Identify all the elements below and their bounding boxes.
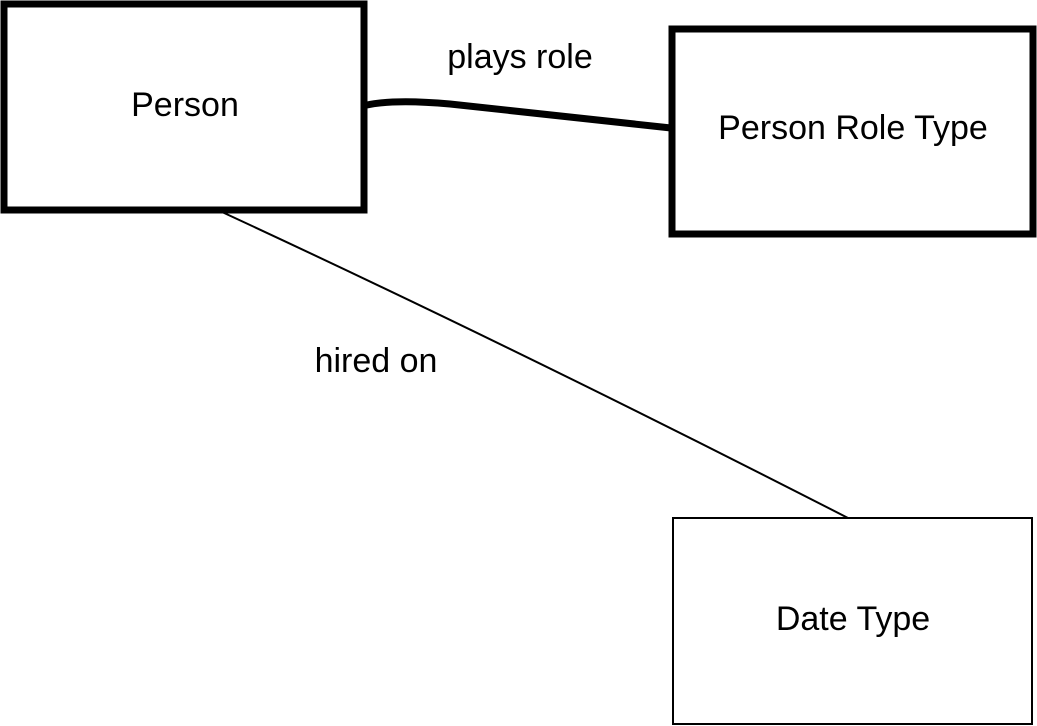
node-person-role-type-label: Person Role Type	[718, 109, 988, 147]
edge-hired-on-line	[221, 211, 849, 519]
node-date-type-box	[672, 517, 1033, 725]
node-person-role-type-box	[668, 25, 1037, 238]
node-person-label: Person	[131, 86, 239, 124]
node-person-role-type[interactable]: Person Role Type	[668, 25, 1037, 238]
node-person-box	[0, 0, 368, 214]
edge-plays-role-line	[363, 98, 675, 132]
node-date-type[interactable]: Date Type	[672, 517, 1033, 725]
edge-plays-role-label: plays role	[447, 38, 593, 76]
node-person[interactable]: Person	[0, 0, 368, 214]
edge-hired-on-label: hired on	[315, 342, 438, 380]
node-date-type-label: Date Type	[776, 600, 930, 638]
